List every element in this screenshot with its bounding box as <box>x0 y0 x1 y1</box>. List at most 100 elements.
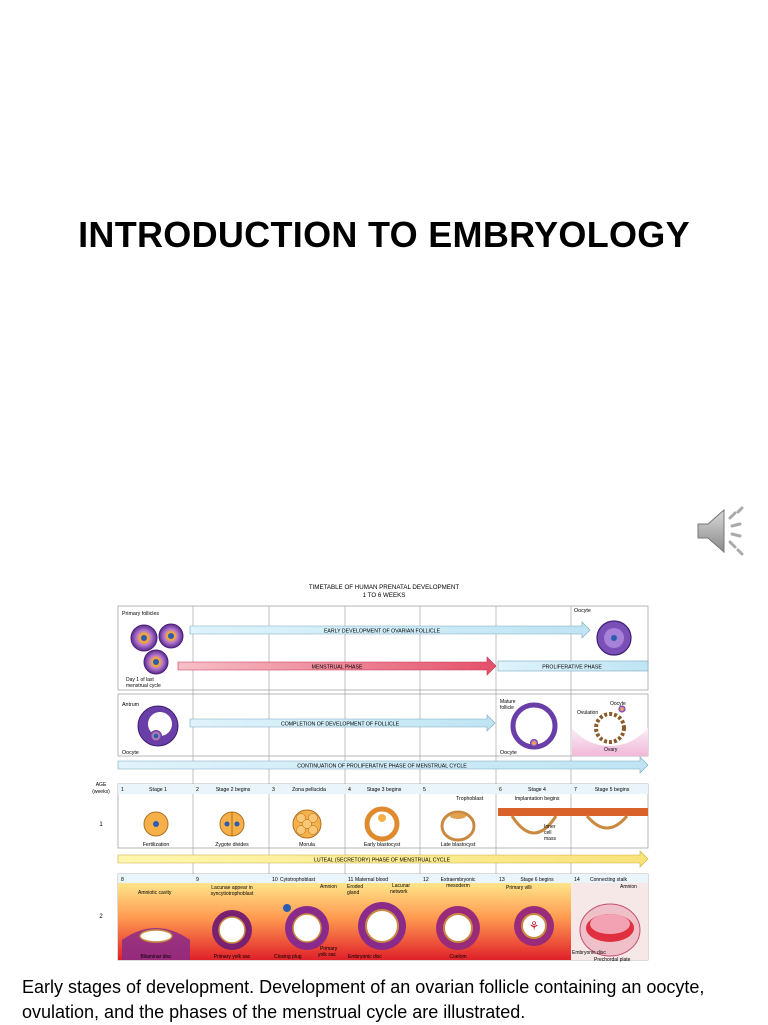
fertilization-illustration <box>143 811 169 837</box>
zygote-illustration <box>219 811 245 837</box>
menstrual-phase-bar: MENSTRUAL PHASE <box>177 656 497 676</box>
luteal-phase-bar: LUTEAL (SECRETORY) PHASE OF MENSTRUAL CY… <box>117 850 649 868</box>
day-6: 6 <box>499 787 502 793</box>
ovulation-label: Ovulation <box>577 710 598 716</box>
amnion2-label: Amnion <box>620 884 637 890</box>
speaker-icon[interactable] <box>694 504 750 558</box>
eroded-gland-line1: Eroded <box>347 884 363 890</box>
eroded-gland-line2: gland <box>347 890 359 896</box>
day10-embryo-illustration <box>283 904 329 950</box>
inner-cell-mass-line3: mass <box>544 836 556 842</box>
primary-yolk-sac-label: Primary yolk sac <box>214 954 251 960</box>
oocyte-label-left: Oocyte <box>122 750 139 756</box>
extraembryonic-line1: Extraembryonic <box>441 877 476 883</box>
week-label-1: 1 <box>99 822 103 828</box>
day-2: 2 <box>196 787 199 793</box>
age-unit-label: (weeks) <box>92 789 110 795</box>
oocyte-label-ovulation: Oocyte <box>610 701 626 707</box>
implantation-label: Implantation begins <box>515 796 560 802</box>
stage-header-1: Stage 1 <box>149 787 167 793</box>
implantation-illustration <box>498 808 648 835</box>
cytotrophoblast-label: Cytotrophoblast <box>280 877 316 883</box>
late-blastocyst-illustration <box>440 810 476 842</box>
caption-zygote: Zygote divides <box>215 842 249 848</box>
morula-illustration <box>292 809 322 839</box>
day-10: 10 <box>272 877 278 883</box>
menstrual-phase-bar-label: MENSTRUAL PHASE <box>312 665 363 671</box>
primary-yolk-sac2-line1: Primary <box>320 946 338 952</box>
coelom-label: Coelom <box>449 954 466 960</box>
day-3: 3 <box>272 787 275 793</box>
early-follicle-bar-label: EARLY DEVELOPMENT OF OVARIAN FOLLICLE <box>324 629 441 635</box>
stage-header-4: Stage 3 begins <box>367 787 402 793</box>
trophoblast-label: Trophoblast <box>456 796 484 802</box>
prenatal-timetable-figure: TIMETABLE OF HUMAN PRENATAL DEVELOPMENT … <box>92 584 649 963</box>
stage-header-3: Zona pellucida <box>292 787 326 793</box>
embryonic-disc-label: Embryonic disc <box>348 954 382 960</box>
primary-villi-label: Primary villi <box>506 885 532 891</box>
figure-title: TIMETABLE OF HUMAN PRENATAL DEVELOPMENT <box>309 584 460 591</box>
caption-early-blastocyst: Early blastocyst <box>364 842 401 848</box>
primary-follicles-illustration <box>130 623 184 675</box>
caption-morula: Morula <box>299 842 315 848</box>
luteal-phase-bar-label: LUTEAL (SECRETORY) PHASE OF MENSTRUAL CY… <box>314 858 451 864</box>
embryonic-disc2-label: Embryonic disc <box>572 950 606 956</box>
proliferative-phase-bar: PROLIFERATIVE PHASE <box>497 660 649 672</box>
mature-follicle-label-line1: Mature <box>500 699 516 705</box>
stage6-label: Stage 6 begins <box>520 877 554 883</box>
proliferative-phase-bar-label: PROLIFERATIVE PHASE <box>542 665 602 671</box>
day8-embryo-illustration <box>122 928 190 960</box>
completion-follicle-bar: COMPLETION OF DEVELOPMENT OF FOLLICLE <box>189 714 496 732</box>
amniotic-cavity-label: Amniotic cavity <box>138 890 172 896</box>
day-7: 7 <box>574 787 577 793</box>
completion-follicle-bar-label: COMPLETION OF DEVELOPMENT OF FOLLICLE <box>281 722 400 728</box>
lacunae-label-line2: syncytiotrophoblast <box>211 891 254 897</box>
lacunae-label-line1: Lacunae appear in <box>211 885 253 891</box>
svg-text:⚘: ⚘ <box>529 919 540 933</box>
day-11: 11 <box>348 877 353 883</box>
day-5: 5 <box>423 787 426 793</box>
day-9: 9 <box>196 877 199 883</box>
inner-cell-mass-line1: Inner <box>544 824 556 830</box>
day1-label-line1: Day 1 of last <box>126 677 154 683</box>
week-label-2: 2 <box>99 914 103 920</box>
age-label: AGE <box>96 782 107 788</box>
amnion-label: Amnion <box>320 884 337 890</box>
oocyte-label-bottom: Oocyte <box>500 750 517 756</box>
primary-yolk-sac2-line2: yolk sac <box>318 952 337 958</box>
day1-label-line2: menstrual cycle <box>126 683 161 689</box>
day-13: 13 <box>499 877 505 883</box>
caption-fertilization: Fertilization <box>143 842 170 848</box>
stage-header-2: Stage 2 begins <box>216 787 251 793</box>
day-12: 12 <box>423 877 429 883</box>
maternal-blood-label: Maternal blood <box>355 877 388 883</box>
figure-subtitle: 1 TO 6 WEEKS <box>363 592 406 599</box>
day-4: 4 <box>348 787 351 793</box>
day11-embryo-illustration <box>358 902 406 950</box>
closing-plug-label: Closing plug <box>274 954 302 960</box>
stage-header-6: Stage 4 <box>528 787 546 793</box>
lacunar-network-line2: network <box>390 889 408 895</box>
slide-title: INTRODUCTION TO EMBRYOLOGY <box>78 214 690 255</box>
day13-embryo-illustration: ⚘ <box>514 906 554 946</box>
ovary-illustration <box>572 705 648 756</box>
day-1: 1 <box>121 787 124 793</box>
primary-follicles-label: Primary follicles <box>122 611 159 617</box>
stage-header-7: Stage 5 begins <box>595 787 630 793</box>
antrum-follicle-illustration <box>137 705 179 747</box>
bilaminar-disc-label: Bilaminar disc <box>140 954 172 960</box>
prechordal-plate-label: Prechordal plate <box>594 957 631 963</box>
inner-cell-mass-line2: cell <box>544 830 552 836</box>
day-14: 14 <box>574 877 580 883</box>
slide-caption: Early stages of development. Development… <box>22 977 705 1022</box>
lacunar-network-line1: Lacunar <box>392 883 410 889</box>
caption-late-blastocyst: Late blastocyst <box>441 842 476 848</box>
extraembryonic-line2: mesoderm <box>446 883 470 889</box>
continuation-proliferative-bar: CONTINUATION OF PROLIFERATIVE PHASE OF M… <box>117 756 649 774</box>
antrum-label: Antrum <box>122 702 140 708</box>
day14-embryo-illustration <box>579 903 641 957</box>
mature-follicle-label-line2: follicle <box>500 705 514 711</box>
connecting-stalk-label: Connecting stalk <box>590 877 627 883</box>
day12-embryo-illustration <box>436 906 480 950</box>
oocyte-label-top: Oocyte <box>574 608 591 614</box>
